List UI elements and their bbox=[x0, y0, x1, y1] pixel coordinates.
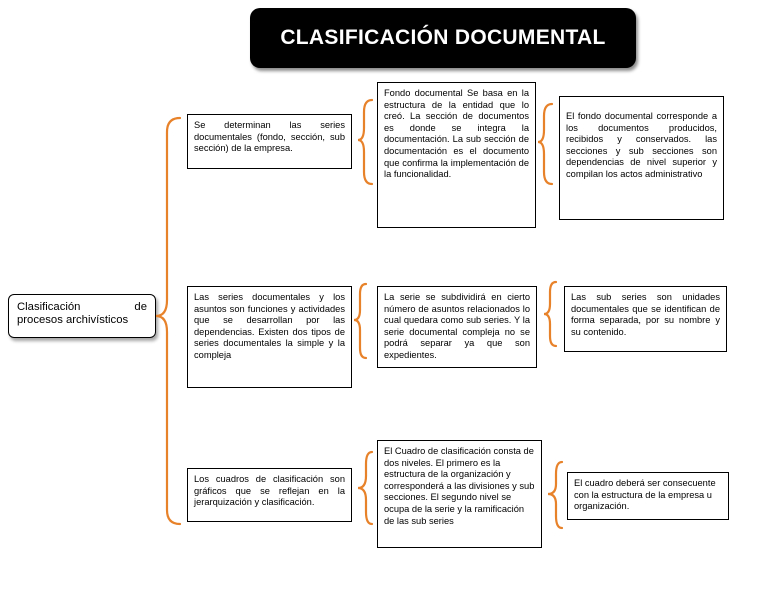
row1-level3-box: El fondo documental corresponde a los do… bbox=[559, 96, 724, 220]
brace-row1-a bbox=[357, 98, 374, 186]
row2-level3-box: Las sub series son unidades documentales… bbox=[564, 286, 727, 352]
row3-level2-box: El Cuadro de clasificación consta de dos… bbox=[377, 440, 542, 548]
root-node: Clasificación de procesos archivísticos bbox=[8, 294, 156, 338]
row3-level1-box: Los cuadros de clasificación son gráfico… bbox=[187, 468, 352, 522]
brace-row3-a bbox=[357, 450, 374, 526]
main-brace bbox=[155, 116, 182, 526]
row1-level2-box: Fondo documental Se basa en la estructur… bbox=[377, 82, 536, 228]
row2-level1-box: Las series documentales y los asuntos so… bbox=[187, 286, 352, 388]
brace-row1-b bbox=[537, 102, 554, 186]
brace-row2-a bbox=[353, 282, 368, 360]
brace-row2-b bbox=[543, 280, 558, 348]
row1-level1-box: Se determinan las series documentales (f… bbox=[187, 114, 352, 169]
root-node-line2: procesos archivísticos bbox=[17, 314, 129, 326]
root-node-line1: Clasificación de bbox=[17, 301, 147, 313]
row3-level3-box: El cuadro deberá ser consecuente con la … bbox=[567, 472, 729, 520]
row2-level2-box: La serie se subdividirá en cierto número… bbox=[377, 286, 537, 368]
brace-row3-b bbox=[547, 460, 564, 530]
diagram-title: CLASIFICACIÓN DOCUMENTAL bbox=[250, 8, 636, 68]
